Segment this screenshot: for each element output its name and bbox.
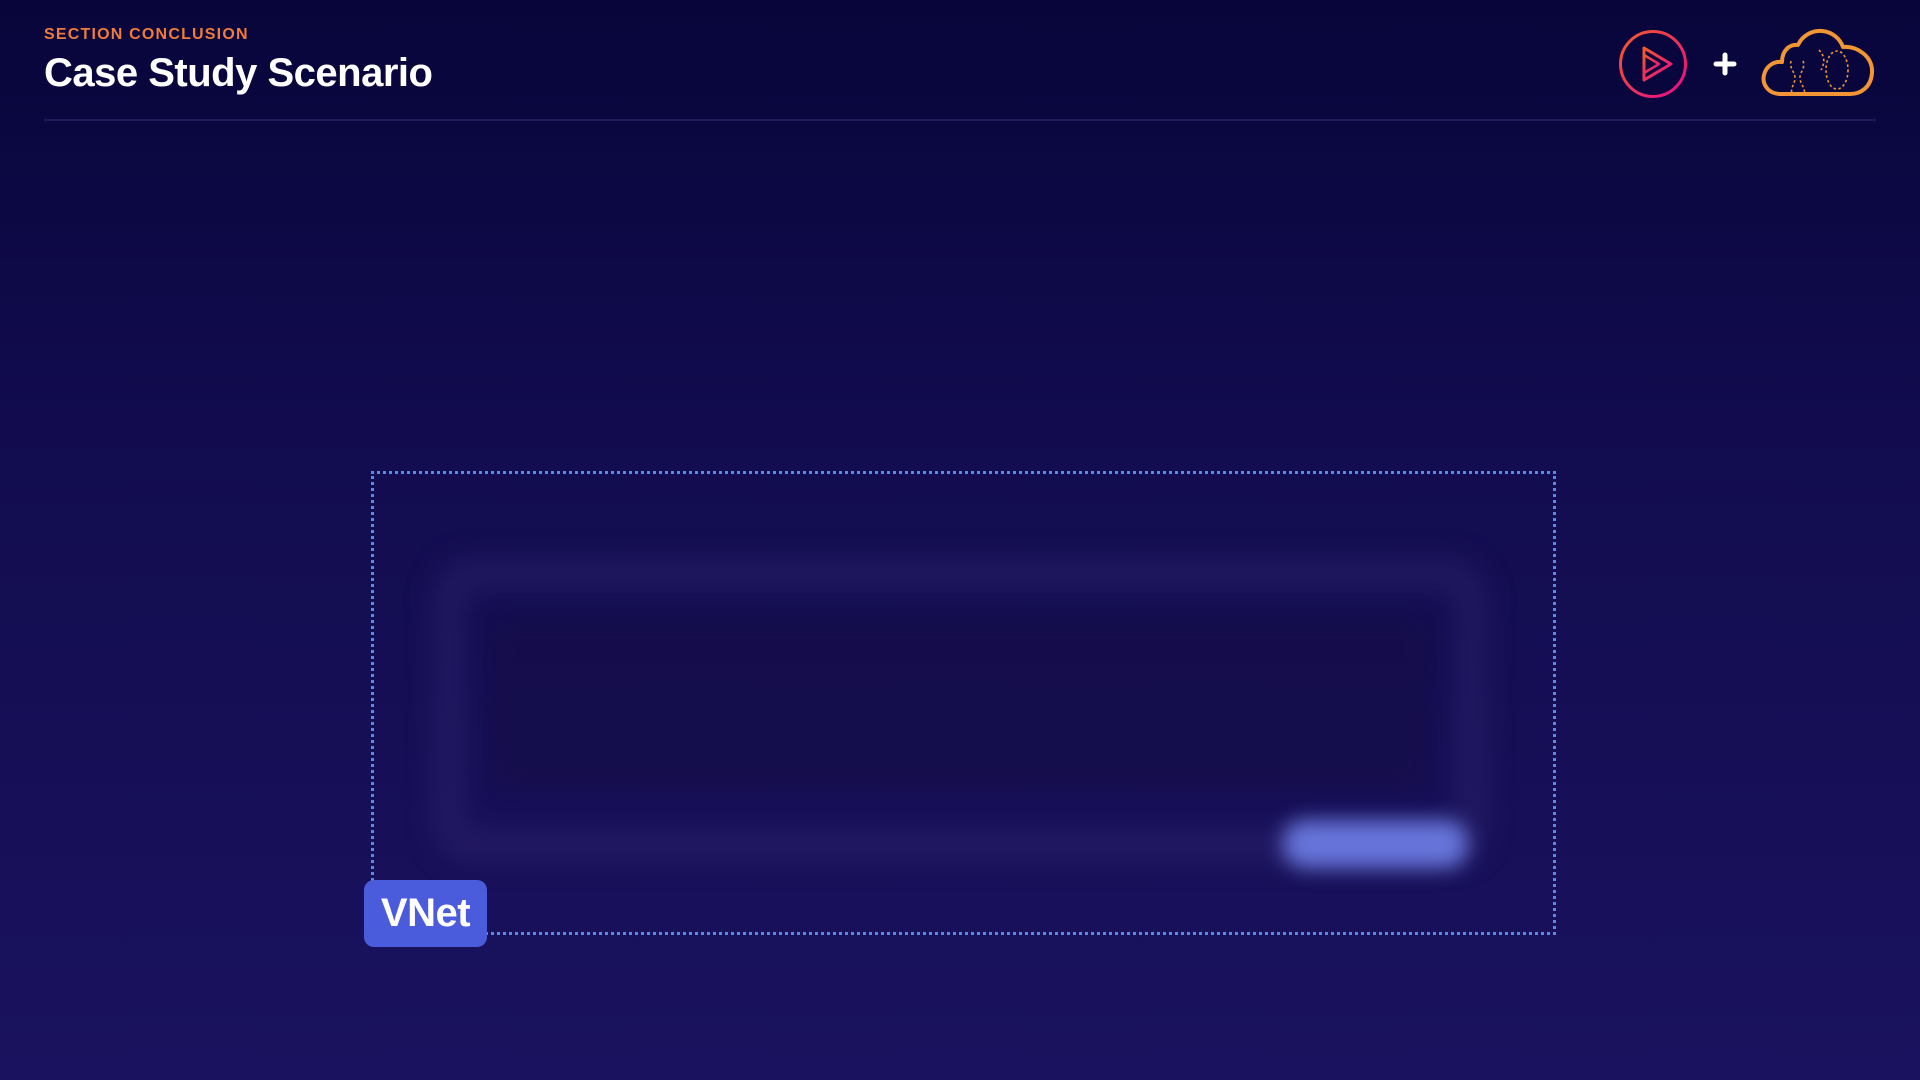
play-logo-icon <box>1619 30 1687 98</box>
section-label: SECTION CONCLUSION <box>44 26 249 43</box>
cloud-logo-icon <box>1761 28 1874 96</box>
plus-icon <box>1713 52 1737 76</box>
logos-group <box>1617 28 1877 100</box>
faded-panel-button <box>1283 820 1468 868</box>
vnet-boundary <box>371 471 1556 935</box>
header-divider <box>44 119 1876 121</box>
slide-header: SECTION CONCLUSION Case Study Scenario <box>44 24 433 96</box>
page-title: Case Study Scenario <box>44 51 433 95</box>
faded-panel-body <box>490 615 1430 790</box>
vnet-label-badge: VNet <box>364 880 487 947</box>
